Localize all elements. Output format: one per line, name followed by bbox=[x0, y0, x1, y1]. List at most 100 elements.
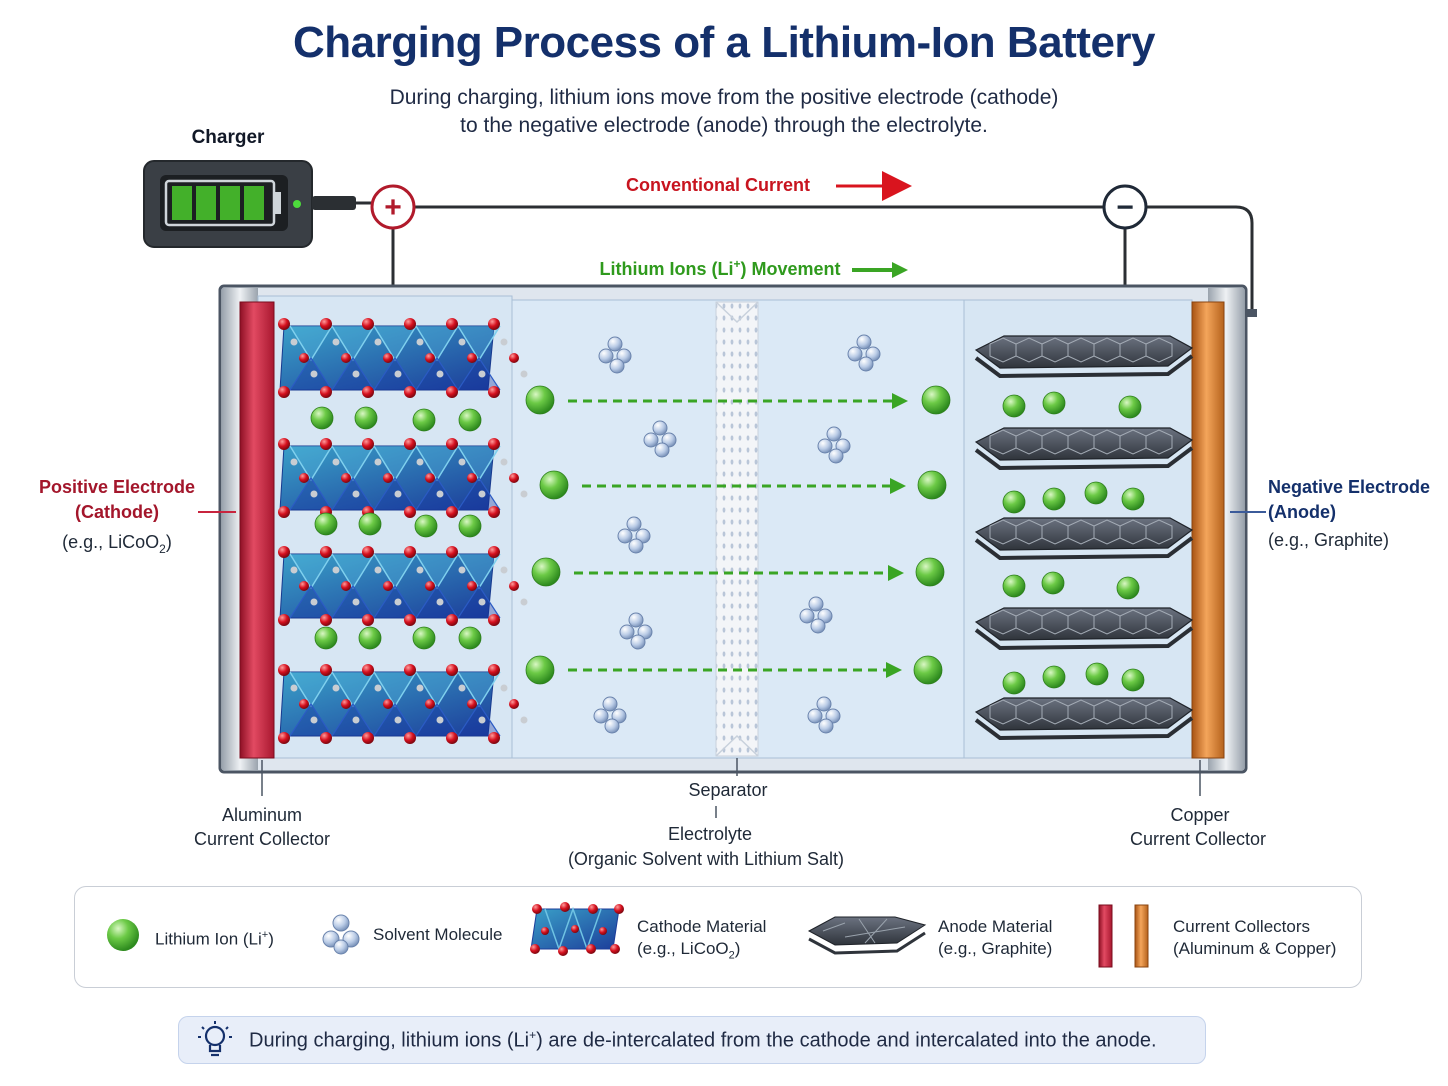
ion-arrowhead bbox=[890, 478, 906, 494]
negative-electrode-line2: (Anode) bbox=[1268, 502, 1336, 522]
li-movement-arrow bbox=[852, 262, 908, 278]
lithium-ion-sphere-icon bbox=[458, 626, 482, 650]
copper-collector-line2: Current Collector bbox=[1130, 829, 1266, 849]
legend-collectors-line2: (Aluminum & Copper) bbox=[1173, 939, 1337, 958]
solvent-molecule-icon bbox=[817, 426, 851, 464]
graphite-layer bbox=[974, 697, 1194, 741]
lithium-ion-sphere-icon bbox=[1042, 665, 1066, 689]
lithium-ion-sphere-icon bbox=[917, 470, 947, 500]
lithium-ion-sphere-icon bbox=[314, 512, 338, 536]
cathode-layer bbox=[278, 546, 528, 626]
subtitle-line-1: During charging, lithium ions move from … bbox=[389, 86, 1059, 109]
lithium-ion-sphere-icon bbox=[107, 919, 139, 951]
ion-arrowhead bbox=[888, 565, 904, 581]
lithium-ion-sphere-icon bbox=[1002, 394, 1026, 418]
positive-electrode-line1: Positive Electrode bbox=[39, 477, 195, 497]
charger-label: Charger bbox=[192, 127, 265, 148]
legend-anode-line1: Anode Material bbox=[938, 917, 1053, 936]
solvent-molecule-icon bbox=[617, 516, 651, 554]
conventional-current-label: Conventional Current bbox=[626, 175, 810, 195]
positive-electrode-label: Positive Electrode (Cathode) (e.g., LiCo… bbox=[39, 477, 236, 556]
negative-electrode-label: Negative Electrode (Anode) (e.g., Graphi… bbox=[1230, 477, 1430, 550]
lithium-ion-sphere-icon bbox=[1121, 487, 1145, 511]
lithium-ion-sphere-icon bbox=[915, 557, 945, 587]
lithium-ion-sphere-icon bbox=[1118, 395, 1142, 419]
subtitle-line-2: to the negative electrode (anode) throug… bbox=[460, 114, 988, 137]
cathode-layer bbox=[278, 438, 528, 518]
positive-electrode-line2: (Cathode) bbox=[75, 502, 159, 522]
lithium-ion-sphere-icon bbox=[921, 385, 951, 415]
cathode-layer bbox=[278, 318, 528, 398]
legend-cathode-line1: Cathode Material bbox=[637, 917, 767, 936]
aluminum-collector-line2: Current Collector bbox=[194, 829, 330, 849]
lithium-ion-sphere-icon bbox=[314, 626, 338, 650]
ion-arrowhead bbox=[892, 393, 908, 409]
negative-terminal-icon: − bbox=[1102, 184, 1148, 230]
solvent-molecule-icon bbox=[807, 696, 841, 734]
lithium-ion-sphere-icon bbox=[1116, 576, 1140, 600]
lithium-ion-sphere-icon bbox=[458, 514, 482, 538]
lithium-ion-sphere-icon bbox=[354, 406, 378, 430]
solvent-molecule-icon bbox=[799, 596, 833, 634]
subtitle: During charging, lithium ions move from … bbox=[0, 84, 1448, 140]
lithium-ion-sphere-icon bbox=[358, 626, 382, 650]
graphite-layer bbox=[974, 427, 1194, 471]
li-movement-label: Lithium Ions (Li+) Movement bbox=[599, 257, 840, 279]
positive-terminal-icon: + bbox=[370, 184, 416, 230]
legend-collectors: Current Collectors (Aluminum & Copper) bbox=[1173, 916, 1336, 960]
solvent-molecule-icon bbox=[847, 334, 881, 372]
battery-diagram: Charger + − Conventional Current Lithium… bbox=[39, 127, 1430, 869]
solvent-molecule-icon bbox=[593, 696, 627, 734]
copper-collector-line1: Copper bbox=[1170, 805, 1229, 825]
cathode-material bbox=[278, 318, 528, 744]
aluminum-collector-bar bbox=[239, 301, 275, 759]
cathode-layer bbox=[278, 664, 528, 744]
legend-collectors-line1: Current Collectors bbox=[1173, 917, 1310, 936]
lithium-ion-sphere-icon bbox=[531, 557, 561, 587]
legend: Lithium Ion (Li+) Solvent Molecule Catho… bbox=[74, 886, 1362, 988]
solvent-molecule-icon bbox=[643, 420, 677, 458]
legend-cathode-line2: (e.g., LiCoO2) bbox=[637, 939, 741, 962]
cathode-material-icon bbox=[530, 902, 624, 956]
lithium-ion-sphere-icon bbox=[1002, 671, 1026, 695]
lithium-ion-sphere-icon bbox=[525, 655, 555, 685]
lithium-ion-sphere-icon bbox=[358, 512, 382, 536]
minus-symbol: − bbox=[1116, 191, 1134, 224]
lithium-ions bbox=[310, 334, 1145, 734]
lithium-ion-sphere-icon bbox=[1085, 662, 1109, 686]
lithium-ion-sphere-icon bbox=[1041, 571, 1065, 595]
solvent-molecule-icon bbox=[322, 914, 360, 955]
lithium-ion-sphere-icon bbox=[539, 470, 569, 500]
lithium-ion-sphere-icon bbox=[414, 514, 438, 538]
negative-electrode-line1: Negative Electrode bbox=[1268, 477, 1430, 497]
solvent-molecule-icon bbox=[619, 612, 653, 650]
lithium-ion-sphere-icon bbox=[1002, 490, 1026, 514]
positive-electrode-example: (e.g., LiCoO2) bbox=[62, 532, 172, 556]
legend-lithium-ion: Lithium Ion (Li+) bbox=[155, 929, 274, 949]
aluminum-collector-line1: Aluminum bbox=[222, 805, 302, 825]
anode-material bbox=[974, 335, 1194, 741]
graphite-layer bbox=[974, 517, 1194, 561]
lithium-ion-sphere-icon bbox=[412, 408, 436, 432]
lightbulb-icon bbox=[198, 1021, 232, 1057]
legend-cathode: Cathode Material (e.g., LiCoO2) bbox=[637, 916, 766, 966]
page-title: Charging Process of a Lithium-Ion Batter… bbox=[292, 18, 1156, 67]
lithium-ion-sphere-icon bbox=[525, 385, 555, 415]
lithium-ion-sphere-icon bbox=[310, 406, 334, 430]
graphite-layer bbox=[974, 335, 1194, 379]
copper-collector-bar bbox=[1191, 301, 1225, 759]
separator-label: Separator bbox=[688, 780, 767, 800]
lithium-ion-sphere-icon bbox=[1042, 487, 1066, 511]
ion-arrowhead bbox=[886, 662, 902, 678]
anode-material-icon bbox=[807, 916, 927, 955]
note-text: During charging, lithium ions (Li+) are … bbox=[249, 1028, 1157, 1052]
lithium-ion-sphere-icon bbox=[1002, 574, 1026, 598]
note-banner: During charging, lithium ions (Li+) are … bbox=[178, 1016, 1206, 1064]
solvent-molecule-icon bbox=[598, 336, 632, 374]
lithium-ion-sphere-icon bbox=[412, 626, 436, 650]
lithium-ion-sphere-icon bbox=[1084, 481, 1108, 505]
legend-anode: Anode Material (e.g., Graphite) bbox=[938, 916, 1052, 960]
battery-charger-icon bbox=[143, 160, 356, 248]
electrolyte-line1: Electrolyte bbox=[668, 824, 752, 844]
legend-solvent: Solvent Molecule bbox=[373, 925, 503, 944]
